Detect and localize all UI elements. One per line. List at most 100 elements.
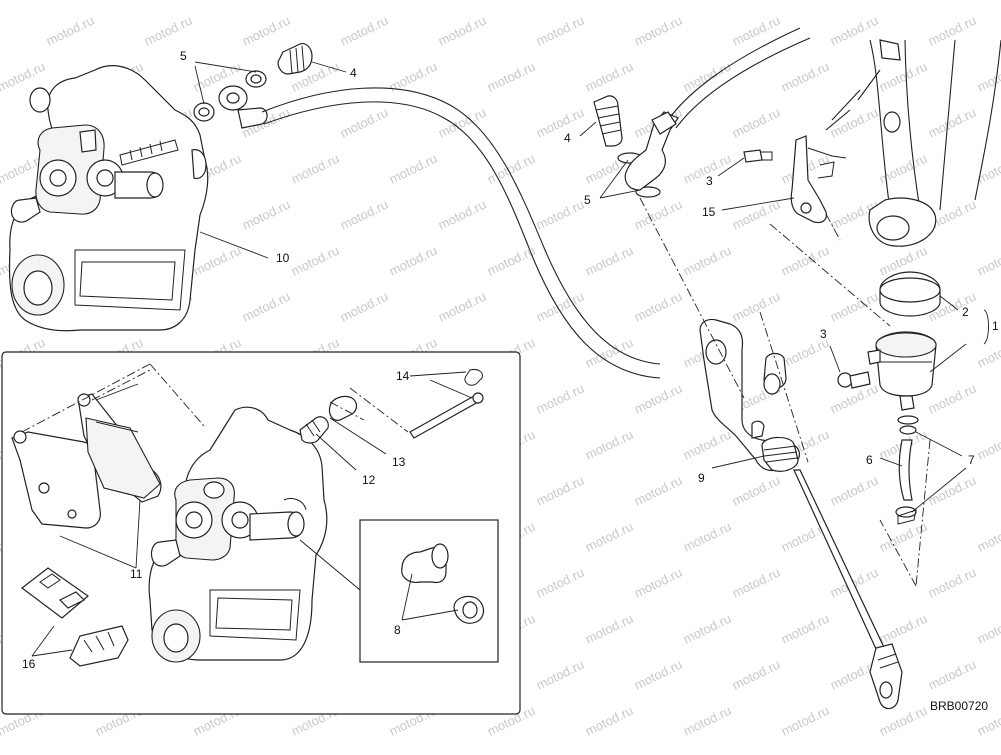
watermark-text: motod.ru (877, 59, 930, 95)
watermark-text: motod.ru (828, 105, 881, 141)
callout-5-caliper: 5 (180, 49, 187, 63)
watermark-text: motod.ru (730, 289, 783, 325)
watermark-text: motod.ru (926, 13, 979, 49)
watermark-text: motod.ru (730, 473, 783, 509)
watermark-text: motod.ru (289, 243, 342, 279)
watermark-text: motod.ru (828, 473, 881, 509)
watermark-text: motod.ru (338, 105, 391, 141)
bleed-valve (299, 395, 358, 444)
watermark-text: motod.ru (975, 0, 1001, 3)
watermark-text: motod.ru (534, 657, 587, 693)
pad-pin (409, 369, 484, 439)
watermark-text: motod.ru (534, 197, 587, 233)
watermark-text: motod.ru (632, 197, 685, 233)
pad-spring (21, 567, 129, 667)
detail-inset (1, 351, 521, 715)
banjo-fitting-top (193, 43, 313, 129)
watermark-text: motod.ru (926, 105, 979, 141)
watermark-text: motod.ru (289, 0, 342, 3)
watermark-text: motod.ru (779, 703, 832, 739)
watermark-text: motod.ru (681, 243, 734, 279)
rear-brake-caliper (8, 65, 209, 332)
watermark-text: motod.ru (730, 565, 783, 601)
watermark-text: motod.ru (44, 13, 97, 49)
callout-10: 10 (276, 251, 290, 265)
watermark-text: motod.ru (485, 59, 538, 95)
brake-master-cylinder (699, 318, 903, 710)
watermark-text: motod.ru (877, 611, 930, 647)
callout-11: 11 (130, 567, 143, 581)
callout-4-master: 4 (564, 131, 571, 145)
watermark-text: motod.ru (681, 427, 734, 463)
watermark-text: motod.ru (632, 13, 685, 49)
watermark-text: motod.ru (583, 611, 636, 647)
watermark-text: motod.ru (93, 0, 146, 3)
callout-12: 12 (362, 473, 376, 487)
watermark-text: motod.ru (436, 105, 489, 141)
watermark-text: motod.ru (583, 519, 636, 555)
watermark-text: motod.ru (240, 13, 293, 49)
callout-16: 16 (22, 657, 36, 671)
watermark-text: motod.ru (534, 289, 587, 325)
watermark-text: motod.ru (730, 13, 783, 49)
callout-labels: 1 2 3 3 4 4 5 5 6 7 8 9 10 11 12 13 14 1… (22, 49, 999, 671)
watermark-text: motod.ru (877, 519, 930, 555)
brake-pads (11, 393, 162, 529)
watermark-text: motod.ru (632, 473, 685, 509)
callout-13: 13 (392, 455, 406, 469)
callout-15: 15 (702, 205, 716, 219)
reservoir-bracket (743, 135, 847, 224)
callout-3-reservoir: 3 (820, 327, 827, 341)
watermark-text: motod.ru (534, 381, 587, 417)
brake-hose (261, 27, 811, 379)
inset-caliper (148, 406, 328, 663)
watermark-text: motod.ru (779, 611, 832, 647)
watermark-text: motod.ru (779, 0, 832, 3)
watermark-text: motod.ru (583, 59, 636, 95)
watermark-text: motod.ru (387, 0, 440, 3)
watermark-text: motod.ru (828, 289, 881, 325)
watermark-text: motod.ru (387, 151, 440, 187)
assembly-lines (639, 197, 931, 587)
watermark-text: motod.ru (779, 243, 832, 279)
watermark-text: motod.ru (240, 289, 293, 325)
callout-1: 1 (992, 319, 999, 333)
watermark-text: motod.ru (338, 197, 391, 233)
callout-6: 6 (866, 453, 873, 467)
watermark-text: motod.ru (975, 335, 1001, 371)
banjo-fitting-master (593, 95, 679, 198)
watermark-text: motod.ru (485, 0, 538, 3)
frame-section (825, 39, 1001, 247)
watermark-text: motod.ru (975, 243, 1001, 279)
callout-8: 8 (394, 623, 401, 637)
watermark-text: motod.ru (632, 565, 685, 601)
watermark-text: motod.ru (191, 0, 244, 3)
watermark-text: motod.ru (534, 473, 587, 509)
callout-7: 7 (968, 453, 975, 467)
watermark-text: motod.ru (681, 0, 734, 3)
watermark-text: motod.ru (926, 565, 979, 601)
diagram-code: BRB00720 (930, 699, 988, 713)
callout-4-caliper: 4 (350, 66, 357, 80)
watermark-text: motod.ru (583, 703, 636, 739)
watermark-text: motod.ru (877, 0, 930, 3)
callout-3-bracket: 3 (706, 174, 713, 188)
watermark-text: motod.ru (779, 59, 832, 95)
callout-2: 2 (962, 305, 969, 319)
watermark-text: motod.ru (534, 565, 587, 601)
watermark-text: motod.ru (583, 243, 636, 279)
watermark-text: motod.ru (583, 427, 636, 463)
watermark-text: motod.ru (338, 13, 391, 49)
watermark-text: motod.ru (681, 59, 734, 95)
piston-seal-detail (299, 519, 499, 663)
watermark-text: motod.ru (0, 0, 47, 3)
watermark-text: motod.ru (681, 611, 734, 647)
watermark-text: motod.ru (191, 243, 244, 279)
watermark-text: motod.ru (142, 13, 195, 49)
leader-lines (31, 61, 989, 657)
callout-9: 9 (698, 471, 705, 485)
watermark-text: motod.ru (436, 197, 489, 233)
watermark-text: motod.ru (632, 657, 685, 693)
